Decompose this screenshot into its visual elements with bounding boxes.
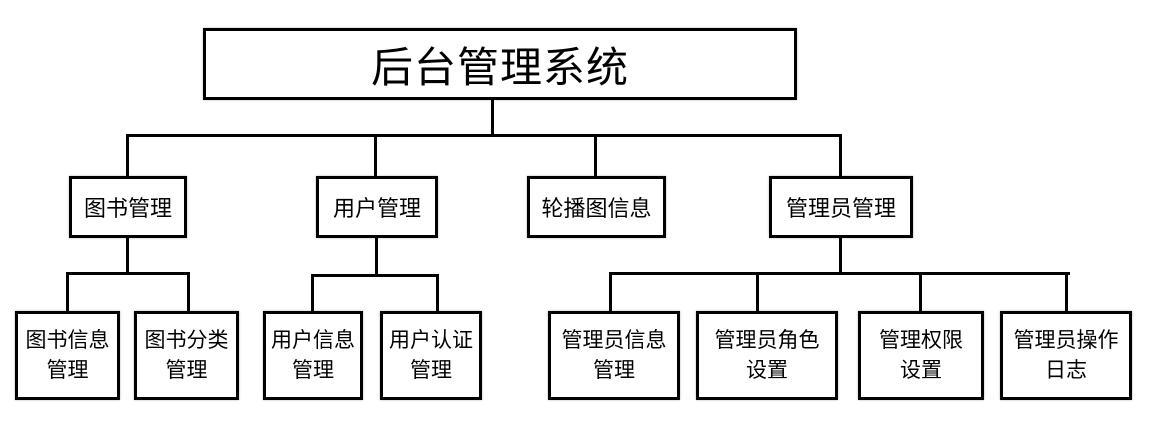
connector-drop-admin-role <box>756 272 759 311</box>
connector-root-vertical <box>491 100 494 137</box>
node-label: 用户信息 管理 <box>271 328 355 382</box>
node-label: 图书信息 管理 <box>25 328 110 382</box>
connector-user-vertical <box>375 238 378 276</box>
node-admin-operation-log: 管理员操作 日志 <box>1000 311 1132 400</box>
node-carousel-info: 轮播图信息 <box>527 176 666 238</box>
node-book-management: 图书管理 <box>69 176 187 238</box>
node-label: 管理员操作 日志 <box>1013 328 1119 382</box>
node-user-auth-management: 用户认证 管理 <box>380 311 482 400</box>
node-admin-management: 管理员管理 <box>769 176 913 238</box>
node-admin-info-management: 管理员信息 管理 <box>548 311 680 400</box>
connector-drop-admin-info <box>609 272 612 311</box>
connector-admin-horizontal <box>609 272 1070 275</box>
connector-drop-book-category <box>187 272 190 311</box>
node-label: 管理员角色 设置 <box>714 328 820 382</box>
connector-root-horizontal <box>126 134 842 137</box>
connector-drop-admin-log <box>1065 272 1068 311</box>
node-label: 图书分类 管理 <box>144 328 229 382</box>
node-label: 管理员管理 <box>785 196 896 221</box>
node-label: 用户管理 <box>332 196 421 221</box>
connector-drop-carousel <box>594 134 597 176</box>
node-label: 后台管理系统 <box>370 43 629 91</box>
node-book-info-management: 图书信息 管理 <box>15 311 120 400</box>
node-admin-permission-settings: 管理权限 设置 <box>858 311 984 400</box>
node-root-backend-system: 后台管理系统 <box>203 28 797 100</box>
connector-drop-admin <box>839 134 842 176</box>
connector-drop-user-info <box>311 274 314 311</box>
connector-book-horizontal <box>66 272 190 275</box>
node-user-management: 用户管理 <box>316 176 438 238</box>
node-book-category-management: 图书分类 管理 <box>134 311 239 400</box>
connector-drop-book <box>126 134 129 176</box>
node-label: 管理权限 设置 <box>879 328 963 382</box>
node-label: 轮播图信息 <box>541 196 652 221</box>
node-label: 用户认证 管理 <box>389 328 473 382</box>
connector-drop-user-auth <box>436 274 439 311</box>
connector-book-vertical <box>126 238 129 275</box>
connector-drop-user <box>374 134 377 176</box>
node-label: 管理员信息 管理 <box>561 328 667 382</box>
connector-admin-vertical <box>839 238 842 275</box>
connector-user-horizontal <box>311 274 439 277</box>
node-admin-role-settings: 管理员角色 设置 <box>696 311 838 400</box>
connector-drop-admin-permission <box>919 272 922 311</box>
node-user-info-management: 用户信息 管理 <box>263 311 363 400</box>
connector-drop-book-info <box>66 272 69 311</box>
node-label: 图书管理 <box>83 196 172 221</box>
